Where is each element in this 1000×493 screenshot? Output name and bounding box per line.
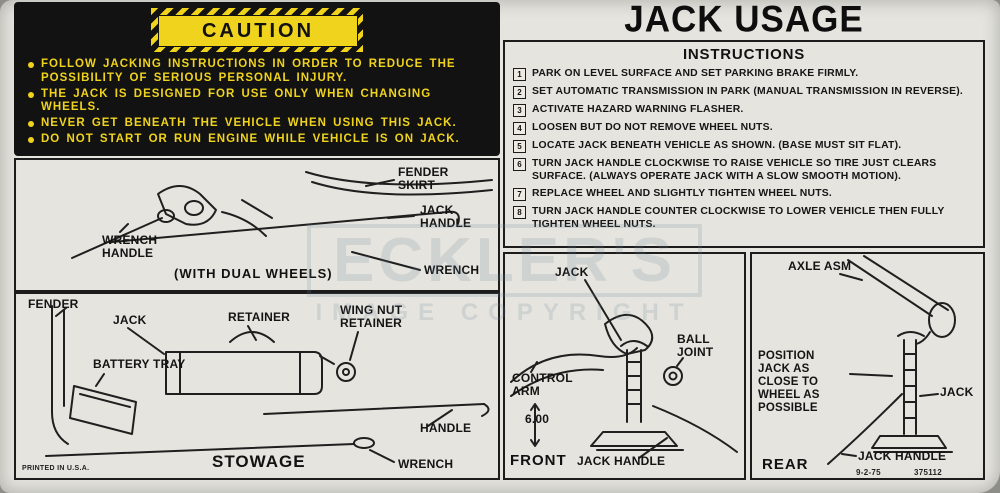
dual-wheels-caption: (WITH DUAL WHEELS) (174, 266, 333, 281)
step-text: TURN JACK HANDLE COUNTER CLOCKWISE TO LO… (532, 206, 945, 230)
fender-skirt-label: FENDER SKIRT (398, 165, 449, 193)
dimension-label: 6.00 (525, 412, 550, 426)
rear-panel: AXLE ASM POSITION JACK AS CLOSE TO WHEEL… (750, 252, 985, 480)
step-text: LOCATE JACK BENEATH VEHICLE AS SHOWN. (B… (532, 140, 902, 151)
jack-label: JACK (113, 313, 147, 327)
caution-bullet: NEVER GET BENEATH THE VEHICLE WHEN USING… (26, 117, 492, 131)
instruction-step: 2 SET AUTOMATIC TRANSMISSION IN PARK (MA… (513, 85, 975, 99)
fender-label: FENDER (28, 297, 79, 311)
caution-bullet-list: FOLLOW JACKING INSTRUCTIONS IN ORDER TO … (26, 58, 492, 149)
front-caption: FRONT (510, 452, 567, 469)
wing-nut-retainer-label: WING NUT RETAINER (340, 303, 403, 331)
wrench-handle-label: WRENCH HANDLE (102, 233, 158, 261)
step-text: LOOSEN BUT DO NOT REMOVE WHEEL NUTS. (532, 122, 773, 133)
instructions-heading: INSTRUCTIONS (682, 46, 806, 63)
battery-tray-label: BATTERY TRAY (93, 357, 186, 371)
axle-asm-label: AXLE ASM (788, 259, 852, 273)
handle-label: HANDLE (420, 421, 472, 435)
step-number: 6 (513, 158, 526, 171)
stowage-caption: STOWAGE (212, 452, 306, 471)
rear-caption: REAR (762, 456, 809, 473)
instruction-step: 5 LOCATE JACK BENEATH VEHICLE AS SHOWN. … (513, 139, 975, 153)
front-illustration (510, 279, 738, 459)
jack-label: JACK (940, 385, 974, 399)
jack-handle-label: JACK HANDLE (577, 454, 666, 468)
step-text: SET AUTOMATIC TRANSMISSION IN PARK (MANU… (532, 86, 963, 97)
rear-illustration (827, 255, 956, 465)
ball-joint-label: BALL JOINT (677, 332, 714, 360)
page-title: JACK USAGE (624, 0, 864, 40)
jack-handle-label: JACK HANDLE (420, 203, 472, 231)
step-text: PARK ON LEVEL SURFACE AND SET PARKING BR… (532, 68, 859, 79)
instruction-step: 8 TURN JACK HANDLE COUNTER CLOCKWISE TO … (513, 205, 975, 231)
step-number: 3 (513, 104, 526, 117)
dual-wheels-panel: FENDER SKIRT JACK HANDLE WRENCH HANDLE W… (14, 158, 500, 292)
caution-bullet: THE JACK IS DESIGNED FOR USE ONLY WHEN C… (26, 88, 492, 116)
dual-wheels-illustration (71, 171, 493, 271)
step-number: 5 (513, 140, 526, 153)
step-number: 1 (513, 68, 526, 81)
instruction-step: 1 PARK ON LEVEL SURFACE AND SET PARKING … (513, 67, 975, 81)
instructions-panel: INSTRUCTIONS 1 PARK ON LEVEL SURFACE AND… (503, 40, 985, 248)
instruction-step: 4 LOOSEN BUT DO NOT REMOVE WHEEL NUTS. (513, 121, 975, 135)
caution-title: CAUTION (158, 15, 358, 47)
caution-bullet: FOLLOW JACKING INSTRUCTIONS IN ORDER TO … (26, 58, 492, 86)
date-code-text: 9-2-75 (856, 468, 881, 477)
part-number-text: 375112 (914, 468, 943, 477)
step-text: TURN JACK HANDLE CLOCKWISE TO RAISE VEHI… (532, 158, 937, 182)
step-number: 8 (513, 206, 526, 219)
step-number: 7 (513, 188, 526, 201)
caution-panel: CAUTION FOLLOW JACKING INSTRUCTIONS IN O… (14, 2, 500, 156)
wrench-label: WRENCH (424, 263, 480, 277)
instruction-step: 6 TURN JACK HANDLE CLOCKWISE TO RAISE VE… (513, 157, 975, 183)
step-text: REPLACE WHEEL AND SLIGHTLY TIGHTEN WHEEL… (532, 188, 832, 199)
step-text: ACTIVATE HAZARD WARNING FLASHER. (532, 104, 744, 115)
jack-label: JACK (555, 265, 589, 279)
jack-handle-label: JACK HANDLE (858, 449, 947, 463)
retainer-label: RETAINER (228, 310, 291, 324)
printed-in-usa-text: PRINTED IN U.S.A. (22, 465, 90, 472)
step-number: 4 (513, 122, 526, 135)
stowage-panel: FENDER JACK RETAINER WING NUT RETAINER B… (14, 292, 500, 480)
caution-bullet: DO NOT START OR RUN ENGINE WHILE VEHICLE… (26, 133, 492, 147)
instruction-step: 7 REPLACE WHEEL AND SLIGHTLY TIGHTEN WHE… (513, 187, 975, 201)
position-note-label: POSITION JACK AS CLOSE TO WHEEL AS POSSI… (758, 350, 820, 414)
front-panel: JACK BALL JOINT CONTROL ARM 6.00 JACK HA… (503, 252, 746, 480)
stowage-illustration (45, 305, 490, 463)
step-number: 2 (513, 86, 526, 99)
caution-hazard-stripe-border: CAUTION (151, 8, 363, 52)
instruction-step: 3 ACTIVATE HAZARD WARNING FLASHER. (513, 103, 975, 117)
control-arm-label: CONTROL ARM (512, 371, 573, 399)
wrench-label: WRENCH (398, 457, 454, 471)
